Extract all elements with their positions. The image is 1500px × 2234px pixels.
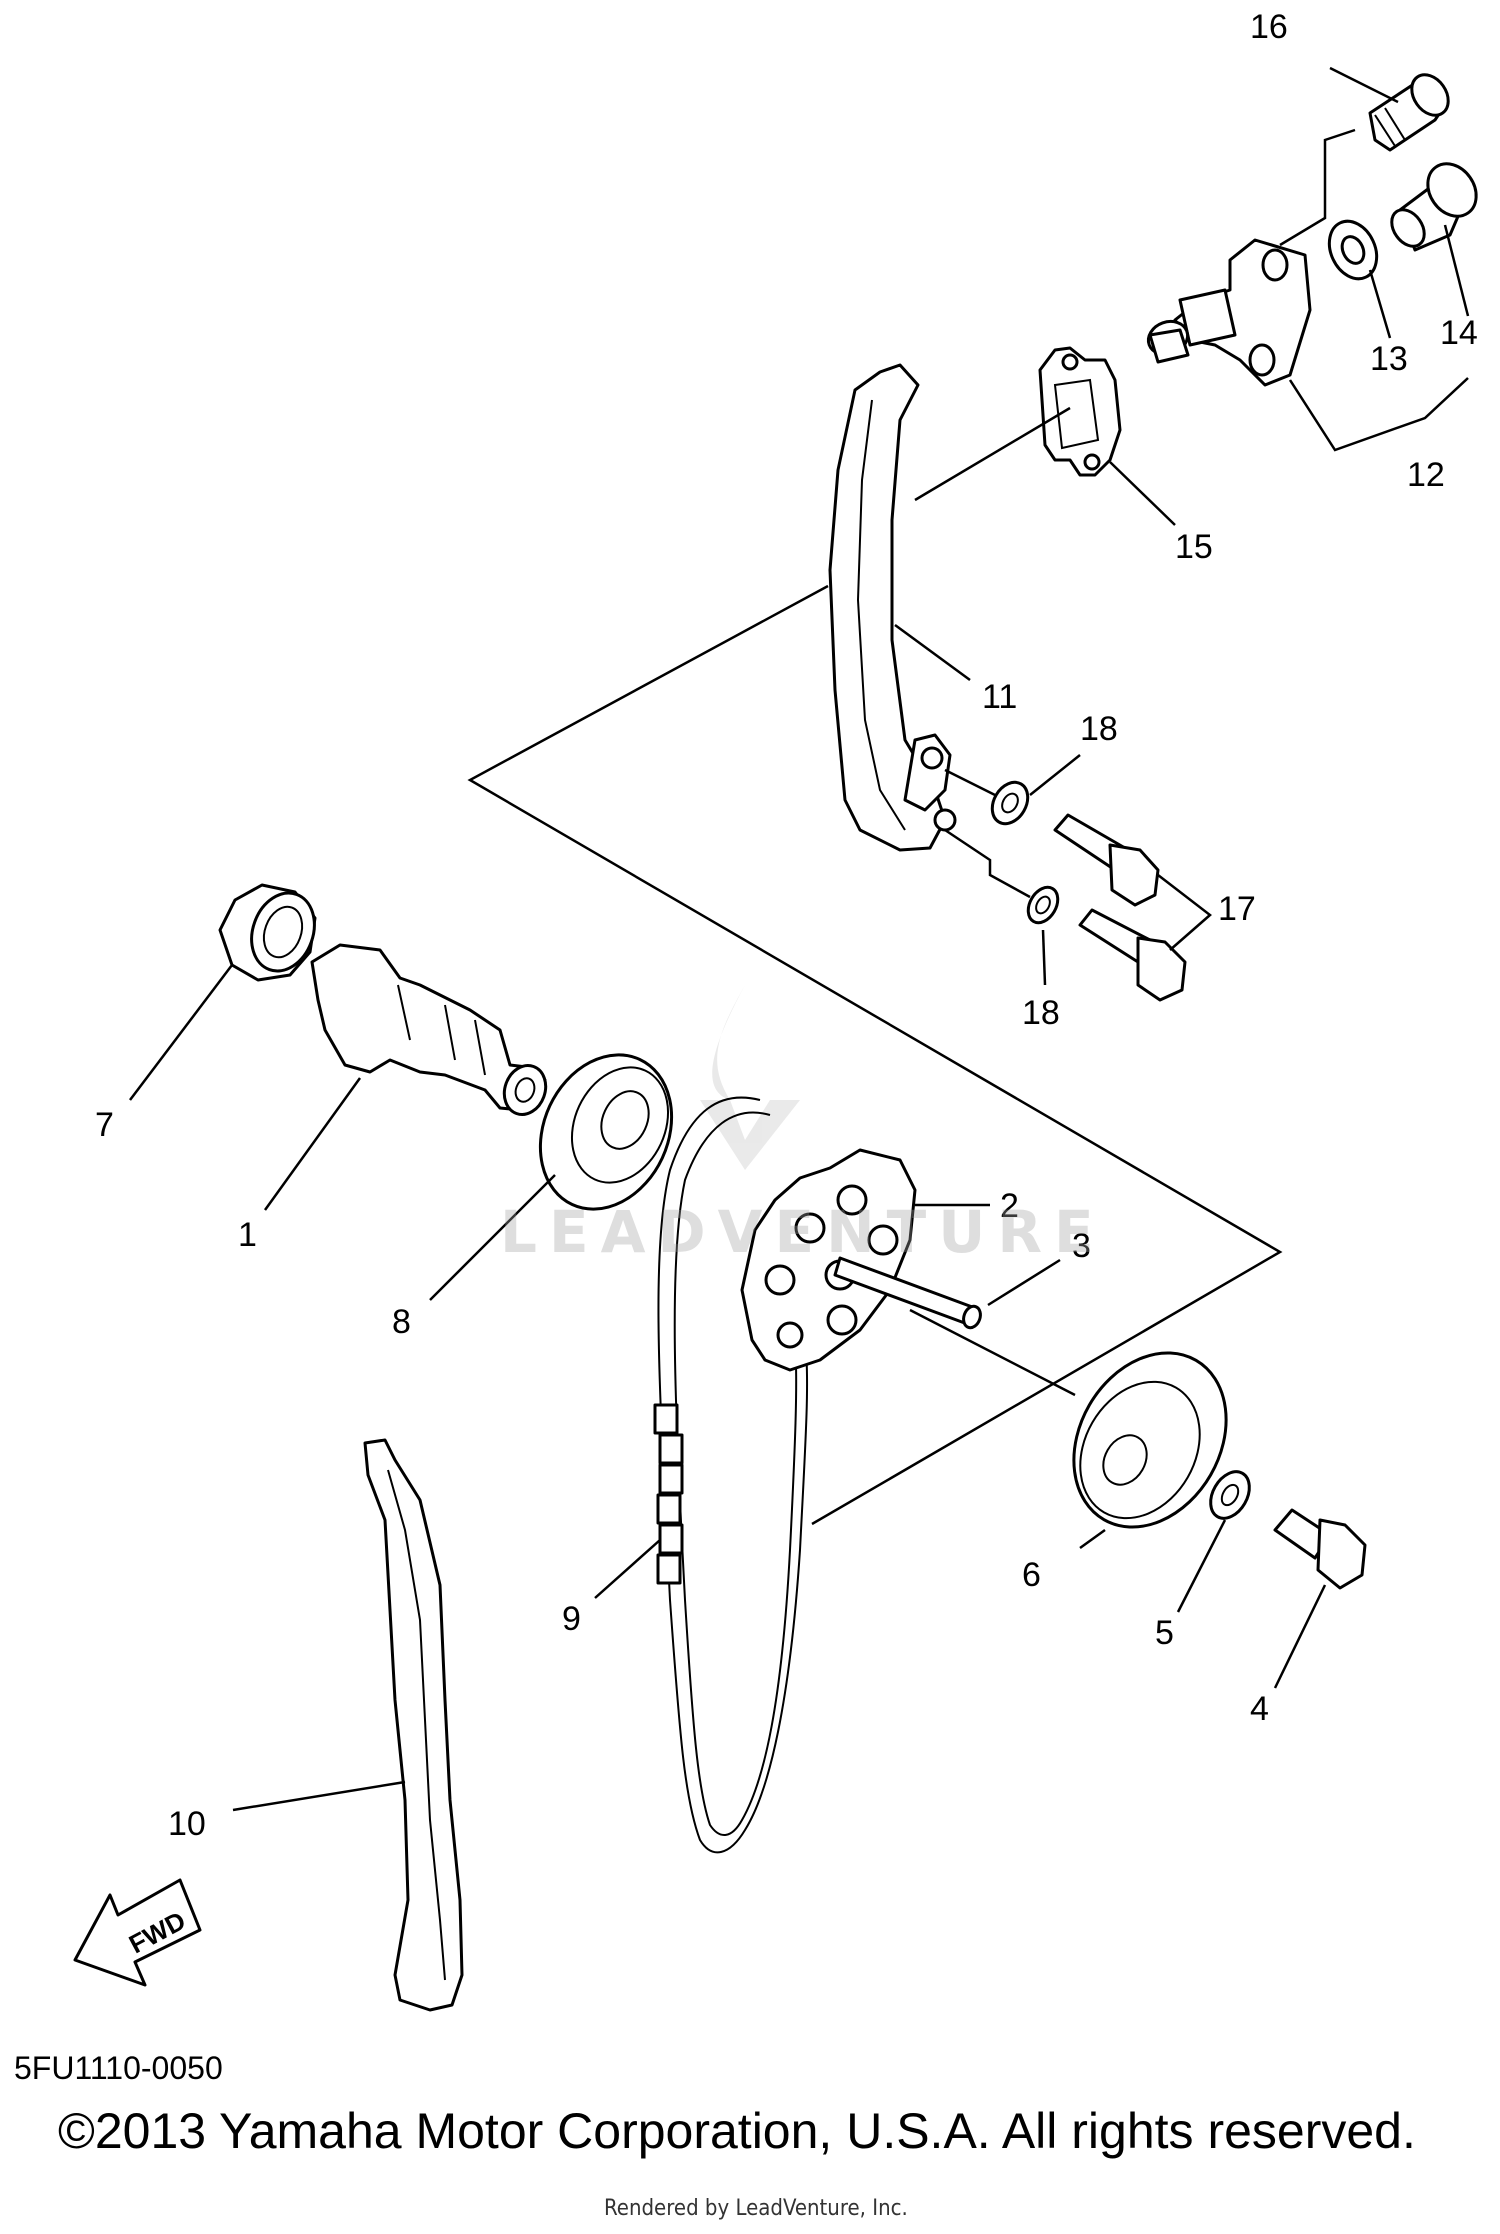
callout-4: 4: [1250, 1690, 1269, 1728]
callout-5: 5: [1155, 1614, 1174, 1652]
cam-chain-9: [653, 1096, 809, 1854]
callout-13: 13: [1370, 340, 1408, 378]
chain-guide-10: [363, 1438, 464, 2012]
bolt-4: [1273, 1508, 1367, 1590]
bolt-17-lower: [1078, 908, 1187, 1002]
washer-18-lower: [1026, 885, 1060, 925]
callout-6: 6: [1022, 1556, 1041, 1594]
callout-18-lower: 18: [1022, 994, 1060, 1032]
leader-lines: [129, 66, 1470, 1812]
bearing-8: [538, 1053, 674, 1211]
callout-12: 12: [1407, 456, 1445, 494]
watermark-logo: [700, 985, 800, 1170]
callout-17: 17: [1218, 890, 1256, 928]
washer-13: [1327, 219, 1379, 281]
copyright-notice: ©2013 Yamaha Motor Corporation, U.S.A. A…: [58, 2103, 1416, 2159]
sprocket-2: [740, 1148, 917, 1372]
callout-7: 7: [95, 1106, 114, 1144]
washer-5: [1209, 1470, 1251, 1520]
callout-numbers: 16 14 13 12 15 11 18 17 18 7 1 2 3 8 6 9…: [95, 8, 1478, 1843]
chain-guide-11: [828, 363, 957, 852]
camshaft-1: [310, 943, 548, 1116]
assembly-outline: [467, 584, 1283, 1526]
callout-18-upper: 18: [1080, 710, 1118, 748]
washer-18-upper: [990, 780, 1030, 826]
pin-3: [833, 1256, 982, 1330]
gasket-15: [1038, 346, 1122, 477]
callout-1: 1: [238, 1216, 257, 1254]
callout-15: 15: [1175, 528, 1213, 566]
callout-10: 10: [168, 1805, 206, 1843]
bolt-17-upper: [1053, 813, 1160, 907]
callout-14: 14: [1440, 314, 1478, 352]
callout-2: 2: [1000, 1187, 1019, 1225]
callout-16: 16: [1250, 8, 1288, 46]
watermark: LEADVENTURE: [500, 1198, 1106, 1266]
tensioner-12: [1146, 238, 1312, 387]
plug-14: [1390, 162, 1478, 252]
callout-11: 11: [982, 678, 1017, 716]
callout-8: 8: [392, 1303, 411, 1341]
callout-9: 9: [562, 1600, 581, 1638]
callout-3: 3: [1072, 1227, 1091, 1265]
plate-6: [1072, 1351, 1228, 1529]
fwd-arrow-icon: FWD: [73, 1878, 202, 1987]
bolt-16: [1368, 73, 1450, 152]
bearing-7: [218, 883, 317, 982]
render-credit: Rendered by LeadVenture, Inc.: [604, 2196, 908, 2221]
drawing-code: 5FU1110-0050: [14, 2050, 223, 2086]
